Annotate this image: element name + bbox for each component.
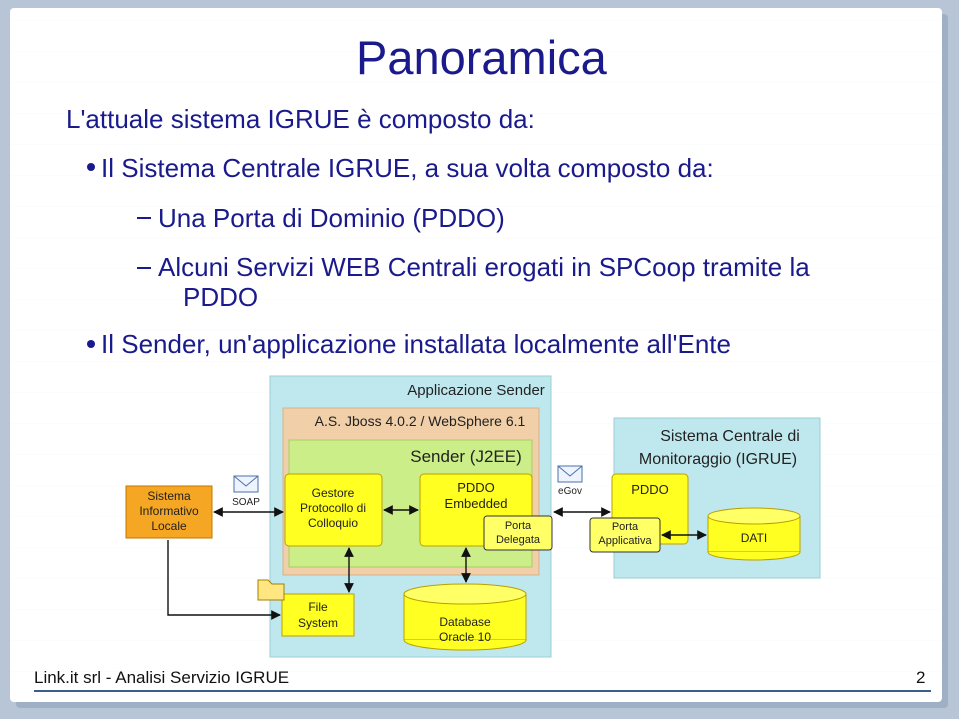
app-sender-label: Applicazione Sender [407, 382, 545, 399]
sistema-informativo-box [125, 485, 213, 539]
pddo-embedded-label-2: Embedded [445, 496, 508, 511]
file-system-label-2: System [298, 616, 338, 630]
slide-paper [10, 8, 942, 702]
footer-divider [34, 690, 931, 692]
gestore-label-1: Gestore [312, 486, 355, 500]
gestore-label-2: Protocollo di [300, 501, 366, 515]
pddo-embedded-label-1: PDDO [457, 480, 495, 495]
intro-text: L'attuale sistema IGRUE è composto da: [66, 104, 535, 134]
egov-label: eGov [558, 486, 582, 497]
footer-text: Link.it srl - Analisi Servizio IGRUE [34, 668, 290, 687]
slide-title: Panoramica [356, 31, 607, 84]
bullet-dot [87, 340, 95, 348]
sub-bullet-2-continuation: PDDO [183, 282, 259, 312]
porta-applicativa-label-2: Applicativa [598, 535, 652, 547]
bullet-dot [87, 163, 95, 171]
page-number: 2 [916, 668, 926, 687]
porta-applicativa-label-1: Porta [612, 521, 639, 533]
sub-bullet-2-text: Alcuni Servizi WEB Centrali erogati in S… [158, 252, 810, 282]
file-system-label-1: File [308, 600, 328, 614]
soap-envelope-icon [233, 475, 259, 493]
porta-delegata-box [483, 515, 553, 551]
gestore-protocollo-box [284, 473, 383, 547]
soap-label: SOAP [232, 497, 260, 508]
porta-delegata-label-1: Porta [505, 520, 532, 532]
sistema-informativo-label-1: Sistema [147, 489, 191, 503]
sub-bullet-1-text: Una Porta di Dominio (PDDO) [158, 203, 505, 233]
egov-envelope-icon [557, 465, 583, 483]
porta-applicativa-box [589, 517, 661, 553]
dati-database-icon [707, 507, 801, 561]
porta-delegata-label-2: Delegata [496, 534, 541, 546]
sender-j2ee-label: Sender (J2EE) [410, 447, 522, 466]
database-label-2: Oracle 10 [439, 630, 491, 644]
connection-arrows [167, 505, 707, 620]
bullet-1-text: Il Sistema Centrale IGRUE, a sua volta c… [101, 153, 714, 183]
sistema-centrale-label-2: Monitoraggio (IGRUE) [639, 451, 797, 468]
gestore-label-3: Colloquio [308, 516, 358, 530]
database-oracle-icon [403, 583, 527, 651]
dati-label: DATI [741, 531, 767, 545]
folder-icon [257, 579, 285, 601]
pddo-central-label: PDDO [631, 482, 669, 497]
sistema-informativo-label-3: Locale [151, 519, 187, 533]
sistema-informativo-label-2: Informativo [139, 504, 199, 518]
file-system-box [281, 593, 355, 637]
bullet-2-text: Il Sender, un'applicazione installata lo… [101, 329, 731, 359]
dash-marker [137, 217, 151, 219]
dash-marker [137, 267, 151, 269]
sistema-centrale-label-1: Sistema Centrale di [660, 428, 800, 445]
as-container-label: A.S. Jboss 4.0.2 / WebSphere 6.1 [315, 413, 526, 429]
database-label-1: Database [439, 615, 491, 629]
